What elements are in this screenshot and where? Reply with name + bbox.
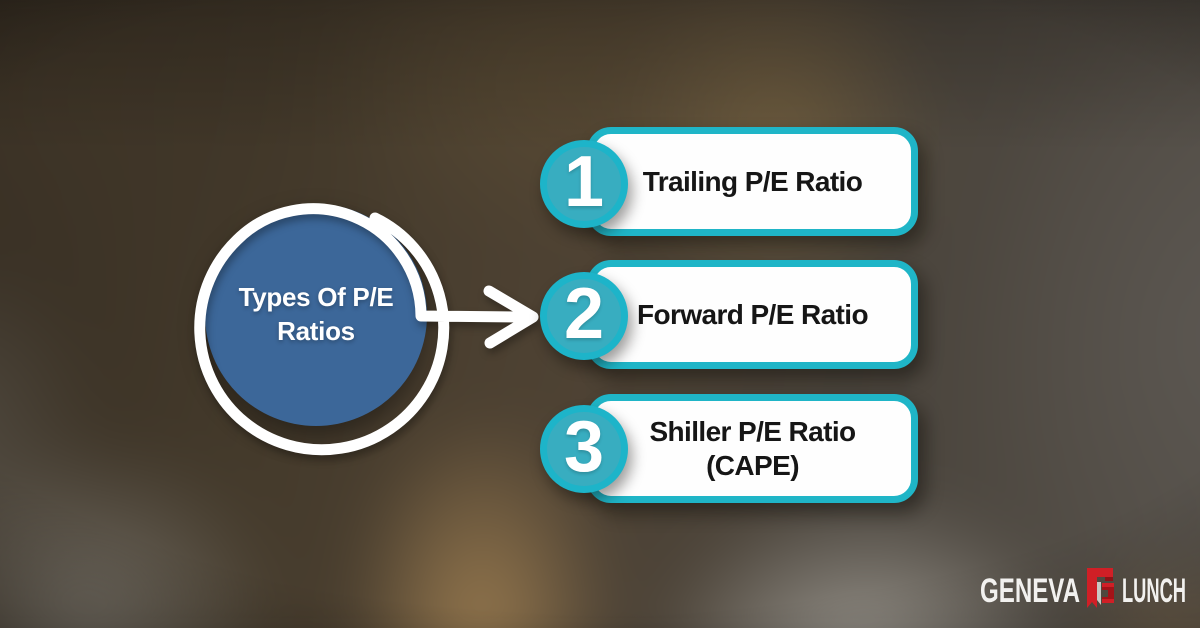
item-card-3: Shiller P/E Ratio (CAPE) — [587, 394, 918, 503]
item-label-1: Trailing P/E Ratio — [594, 165, 911, 199]
item-label-3: Shiller P/E Ratio (CAPE) — [594, 415, 911, 482]
hub-title-line1: Types Of P/E — [238, 282, 394, 313]
hub-circle: Types Of P/E Ratios — [205, 204, 427, 426]
g-monogram-icon — [1087, 568, 1114, 608]
item-number-badge-3: 3 — [540, 405, 628, 493]
item-label-2-line1: Forward P/E Ratio — [637, 298, 869, 330]
item-number-3: 3 — [563, 407, 605, 487]
item-card-2: Forward P/E Ratio — [587, 260, 918, 369]
item-label-3-line2: (CAPE) — [706, 449, 799, 481]
item-card-1: Trailing P/E Ratio — [587, 127, 918, 236]
hub-title: Types Of P/E Ratios — [239, 281, 394, 349]
brand-word-lunch: LUNCH — [1122, 572, 1186, 610]
item-number-1: 1 — [563, 142, 605, 222]
item-number-2: 2 — [563, 274, 605, 354]
item-label-1-line1: Trailing P/E Ratio — [642, 165, 863, 197]
item-label-3-line1: Shiller P/E Ratio — [649, 415, 856, 447]
item-number-badge-2: 2 — [540, 272, 628, 360]
item-label-2: Forward P/E Ratio — [594, 298, 911, 332]
item-number-badge-1: 1 — [540, 140, 628, 228]
hub-title-line2: Ratios — [277, 316, 355, 346]
brand-logo: GENEVA LUNCH — [980, 568, 1186, 610]
brand-word-geneva: GENEVA — [980, 572, 1080, 610]
